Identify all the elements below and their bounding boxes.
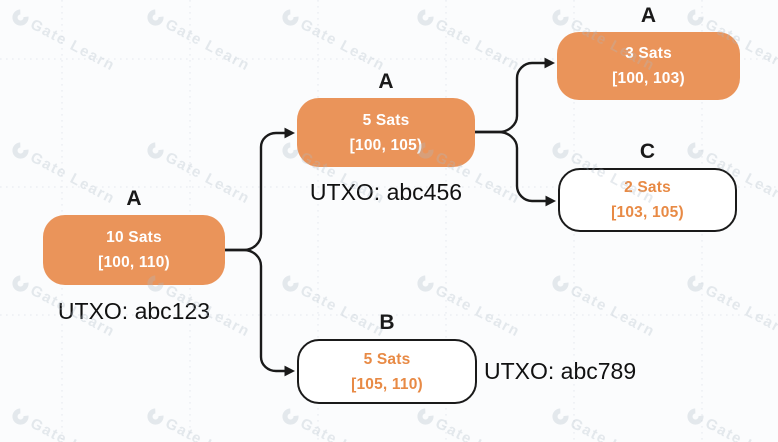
sats-amount: 5 Sats [362,111,410,129]
gate-logo-icon [417,9,434,26]
node-letter-a10: A [126,187,142,210]
gate-logo-icon [687,408,704,425]
gate-learn-watermark: Gate Learn [279,6,388,75]
gate-learn-watermark: Gate Learn [9,405,118,442]
sat-range: [100, 103) [612,70,685,87]
gate-learn-watermark: Gate Learn [9,6,118,75]
sats-amount: 2 Sats [624,179,671,196]
gate-logo-icon [147,142,164,159]
gate-learn-watermark: Gate Learn [684,272,778,341]
sat-range: [103, 105) [611,204,684,221]
utxo-box-abc123: 10 Sats [100, 110) [43,215,225,285]
utxo-caption-abc123: UTXO: abc123 [57,298,211,324]
watermark-text: Gate Learn [703,415,778,442]
node-letter-b: B [379,311,395,334]
sat-range: [100, 110) [98,254,170,271]
gate-logo-icon [12,275,29,292]
gate-logo-icon [417,408,434,425]
gate-learn-watermark: Gate Learn [144,405,253,442]
node-letter-c: C [639,140,656,163]
arrowhead-icon [284,127,295,139]
watermark-text: Gate Learn [298,415,388,442]
watermark-text: Gate Learn [567,281,658,341]
node-letter-a5: A [378,70,394,93]
gate-logo-icon [282,275,299,292]
edge-a10-to-a5 [225,131,286,252]
utxo-box-2sats: 2 Sats [103, 105) [558,168,737,232]
watermark-text: Gate Learn [28,415,118,442]
watermark-text: Gate Learn [27,15,118,75]
sat-range: [105, 110) [351,375,423,393]
gate-logo-icon [147,9,164,26]
gate-logo-icon [687,275,704,292]
arrowhead-icon [545,195,556,207]
gate-logo-icon [12,408,29,425]
gate-logo-icon [417,275,434,292]
gate-learn-watermark: Gate Learn [414,6,523,75]
utxo-box-abc789: 5 Sats [105, 110) [297,339,477,404]
utxo-box-3sats: 3 Sats [100, 103) [557,32,740,100]
watermark-text: Gate Learn [297,15,388,75]
gate-learn-watermark: Gate Learn [684,405,778,442]
watermark-text: Gate Learn [568,415,658,442]
sats-amount: 3 Sats [625,45,672,62]
gate-logo-icon [552,275,569,292]
edge-a10-to-b5 [225,248,286,373]
watermark-text: Gate Learn [702,281,778,341]
edge-a5-to-c2 [475,130,546,203]
utxo-caption-abc456: UTXO: abc456 [309,179,463,205]
sats-amount: 10 Sats [106,229,162,246]
watermark-text: Gate Learn [163,415,253,442]
gate-logo-icon [12,142,29,159]
watermark-text: Gate Learn [432,15,523,75]
gate-logo-icon [12,9,29,26]
watermark-text: Gate Learn [433,415,523,442]
watermark-text: Gate Learn [162,15,253,75]
gate-learn-watermark: Gate Learn [549,272,658,341]
utxo-box-abc456: 5 Sats [100, 105) [297,98,475,167]
arrowhead-icon [544,57,555,69]
node-letter-a3: A [640,4,657,27]
gate-learn-watermark: Gate Learn [549,405,658,442]
sats-amount: 5 Sats [363,350,411,368]
edge-a5-to-a3 [475,61,546,134]
gate-learn-watermark: Gate Learn [414,405,523,442]
sat-range: [100, 105) [349,136,423,154]
utxo-caption-abc789: UTXO: abc789 [484,358,637,384]
gate-logo-icon [552,408,569,425]
arrowhead-icon [284,365,295,377]
gate-logo-icon [147,408,164,425]
gate-logo-icon [282,408,299,425]
gate-logo-icon [282,9,299,26]
gate-learn-watermark: Gate Learn [144,6,253,75]
gate-learn-watermark: Gate Learn [279,405,388,442]
